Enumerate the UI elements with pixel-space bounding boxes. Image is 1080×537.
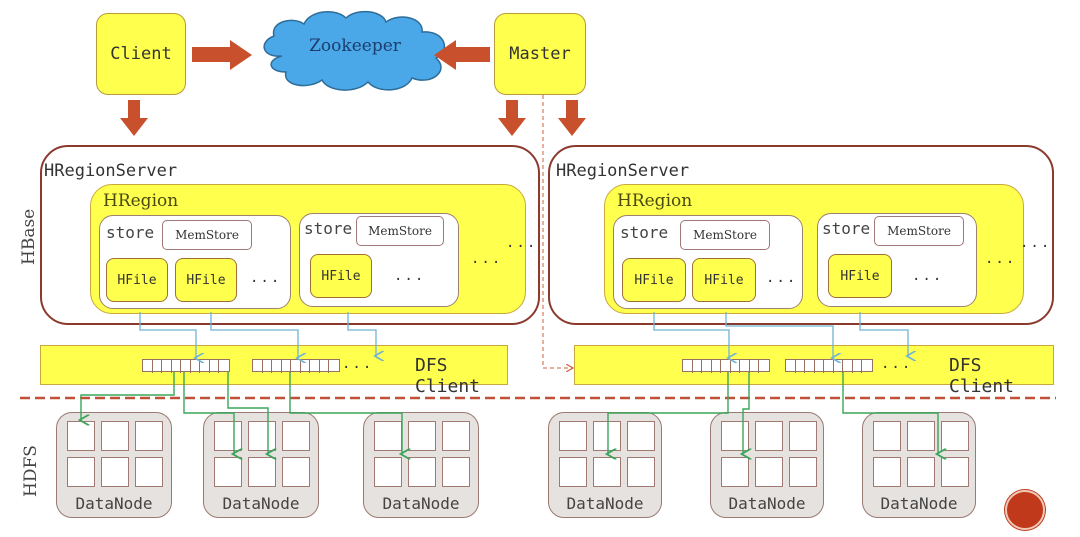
- datanode-1: DataNode: [56, 412, 172, 518]
- dfs-client-label: DFS Client: [415, 355, 481, 397]
- datanode-label: DataNode: [222, 494, 300, 513]
- datanode-3: DataNode: [363, 412, 479, 518]
- block-grid: [67, 421, 163, 487]
- arrow-client-down: [120, 100, 148, 136]
- zookeeper-cloud: Zookeeper: [252, 6, 458, 94]
- hfile-ellipsis: ...: [250, 270, 282, 286]
- datanode-label: DataNode: [382, 494, 460, 513]
- store-1: store MemStore HFile HFile ...: [99, 215, 291, 309]
- store-label: store: [822, 219, 871, 238]
- hfile: HFile: [175, 258, 237, 302]
- memstore: MemStore: [874, 216, 964, 246]
- arrow-client-to-zookeeper: [192, 40, 252, 70]
- hregionserver-2: HRegionServer HRegion store MemStore HFi…: [548, 145, 1054, 325]
- master-node: Master: [494, 13, 586, 95]
- hbase-label: HBase: [19, 208, 39, 265]
- dfs-buffer: [142, 359, 230, 373]
- store-label: store: [106, 223, 155, 242]
- region-ellipsis: ...: [1020, 235, 1052, 251]
- datanode-5: DataNode: [710, 412, 824, 518]
- dfs-buffer: [682, 359, 770, 373]
- datanode-2: DataNode: [203, 412, 319, 518]
- store-label: store: [304, 219, 353, 238]
- hregion-label: HRegion: [103, 191, 179, 211]
- arrow-master-down-1: [498, 100, 526, 136]
- block-grid: [721, 421, 817, 487]
- hregionserver-label: HRegionServer: [556, 161, 690, 181]
- arrow-master-down-2: [558, 100, 586, 136]
- hfile: HFile: [828, 254, 892, 298]
- dfs-client-2: ... DFS Client: [574, 345, 1054, 397]
- memstore: MemStore: [680, 220, 770, 250]
- hfile: HFile: [692, 258, 756, 302]
- block-grid: [214, 421, 310, 487]
- dfs-client-1: ... DFS Client: [40, 345, 508, 397]
- hfile: HFile: [310, 254, 372, 298]
- store-2: store MemStore HFile ...: [817, 213, 977, 307]
- datanode-label: DataNode: [880, 494, 958, 513]
- hfile-ellipsis: ...: [912, 268, 944, 284]
- client-label: Client: [110, 44, 172, 64]
- store-ellipsis: ...: [471, 251, 503, 267]
- memstore: MemStore: [356, 216, 444, 246]
- dfs-client-label: DFS Client: [949, 355, 1015, 397]
- master-label: Master: [509, 44, 571, 64]
- block-grid: [559, 421, 655, 487]
- datanode-label: DataNode: [728, 494, 806, 513]
- region-ellipsis: ...: [506, 235, 538, 251]
- hregion-2: HRegion store MemStore HFile HFile ... s…: [604, 184, 1024, 314]
- datanode-label: DataNode: [75, 494, 153, 513]
- page-badge-icon: [1005, 490, 1045, 530]
- hdfs-label: HDFS: [21, 445, 41, 497]
- buffer-ellipsis: ...: [881, 356, 913, 372]
- hfile-ellipsis: ...: [766, 270, 798, 286]
- dfs-buffer: [252, 359, 340, 373]
- datanode-6: DataNode: [862, 412, 976, 518]
- hfile: HFile: [622, 258, 686, 302]
- hfile-ellipsis: ...: [394, 268, 426, 284]
- hregion-1: HRegion store MemStore HFile HFile ... s…: [90, 184, 526, 314]
- datanode-label: DataNode: [566, 494, 644, 513]
- memstore: MemStore: [162, 220, 252, 250]
- zookeeper-label: Zookeeper: [309, 36, 401, 56]
- client-node: Client: [96, 13, 186, 95]
- store-2: store MemStore HFile ...: [299, 213, 459, 307]
- store-label: store: [620, 223, 669, 242]
- datanode-4: DataNode: [548, 412, 662, 518]
- block-grid: [873, 421, 969, 487]
- block-grid: [374, 421, 470, 487]
- hregion-label: HRegion: [617, 191, 693, 211]
- hregionserver-1: HRegionServer HRegion store MemStore HFi…: [40, 145, 540, 325]
- hfile: HFile: [106, 258, 168, 302]
- dfs-buffer: [785, 359, 873, 373]
- buffer-ellipsis: ...: [342, 356, 374, 372]
- store-1: store MemStore HFile HFile ...: [613, 215, 803, 309]
- hregionserver-label: HRegionServer: [44, 161, 178, 181]
- store-ellipsis: ...: [985, 251, 1017, 267]
